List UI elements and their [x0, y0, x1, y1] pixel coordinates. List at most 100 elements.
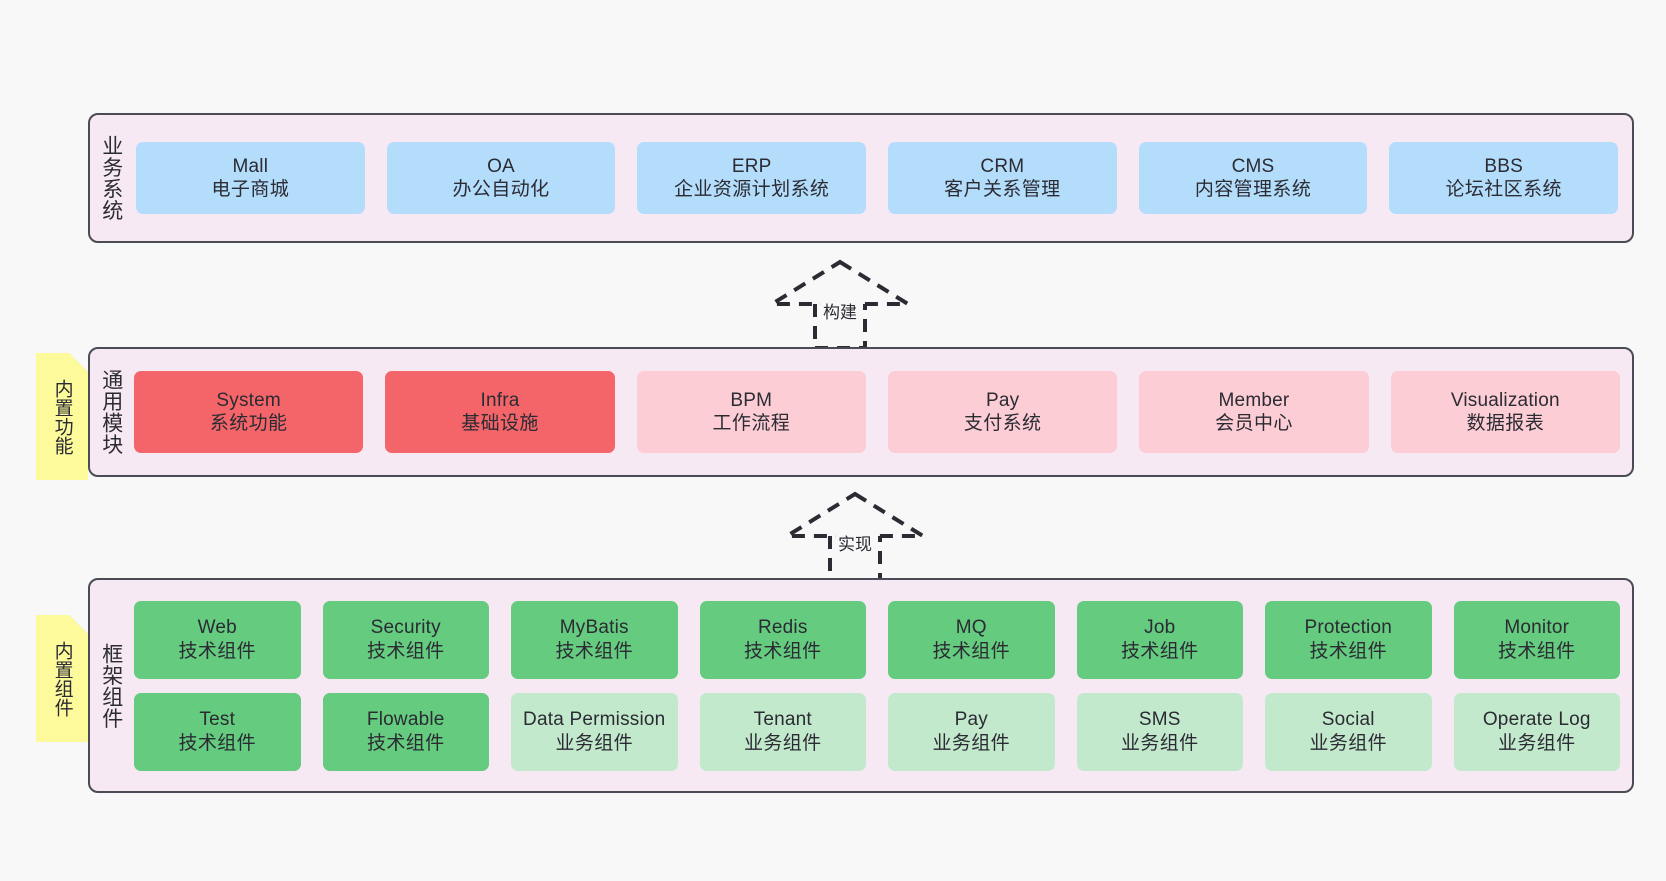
card-subtitle: 系统功能: [209, 413, 288, 434]
card-subtitle: 企业资源计划系统: [674, 179, 830, 200]
card-title: System: [216, 389, 281, 411]
card-title: Data Permission: [523, 709, 666, 731]
card-title: Social: [1321, 709, 1375, 731]
card-title: Flowable: [366, 709, 445, 731]
card-subtitle: 办公自动化: [452, 179, 550, 200]
card-monitor[interactable]: Monitor 技术组件: [1453, 600, 1620, 679]
card-mybatis[interactable]: MyBatis 技术组件: [511, 600, 678, 679]
card-title: Operate Log: [1482, 709, 1591, 731]
note-label: 内置组件: [51, 640, 73, 717]
business-card-row: Mall 电子商城 OA 办公自动化 ERP 企业资源计划系统 CRM 客户关系…: [136, 142, 1619, 214]
note-builtin-features: 内置功能: [36, 353, 88, 480]
card-subtitle: 业务组件: [555, 732, 634, 754]
card-subtitle: 技术组件: [743, 640, 822, 662]
layer-framework-components: 框架组件 Web 技术组件 Security 技术组件 MyBatis 技术组件…: [88, 578, 1634, 793]
card-cms[interactable]: CMS 内容管理系统: [1138, 142, 1368, 214]
card-subtitle: 电子商城: [211, 179, 290, 200]
card-title: MQ: [955, 617, 987, 639]
card-protection[interactable]: Protection 技术组件: [1265, 600, 1432, 679]
card-subtitle: 技术组件: [366, 732, 445, 754]
card-system[interactable]: System 系统功能: [134, 371, 364, 453]
card-subtitle: 业务组件: [743, 732, 822, 754]
card-subtitle: 客户关系管理: [944, 179, 1061, 200]
card-subtitle: 工作流程: [712, 413, 791, 434]
card-title: BPM: [730, 389, 773, 411]
card-subtitle: 技术组件: [555, 640, 634, 662]
card-title: Monitor: [1504, 617, 1570, 639]
modules-card-row: System 系统功能 Infra 基础设施 BPM 工作流程 Pay 支付系统…: [134, 371, 1620, 453]
layer-framework-body: Web 技术组件 Security 技术组件 MyBatis 技术组件 Redi…: [132, 580, 1632, 791]
layer-modules-body: System 系统功能 Infra 基础设施 BPM 工作流程 Pay 支付系统…: [132, 349, 1632, 475]
card-subtitle: 基础设施: [461, 413, 539, 434]
card-data-permission[interactable]: Data Permission 业务组件: [511, 692, 678, 771]
note-fold-corner-icon: [69, 353, 88, 372]
card-subtitle: 支付系统: [963, 413, 1042, 434]
card-mall[interactable]: Mall 电子商城: [136, 142, 365, 214]
card-job[interactable]: Job 技术组件: [1076, 600, 1243, 679]
card-subtitle: 技术组件: [1120, 640, 1199, 662]
layer-business-caption: 业务系统: [99, 135, 123, 221]
card-title: OA: [487, 155, 515, 177]
card-subtitle: 技术组件: [178, 640, 257, 662]
card-test[interactable]: Test 技术组件: [134, 692, 301, 771]
connector-build: 构建: [760, 258, 920, 350]
card-pay-component[interactable]: Pay 业务组件: [888, 692, 1055, 771]
card-title: Redis: [757, 617, 808, 639]
card-subtitle: 技术组件: [1309, 640, 1388, 662]
card-bbs[interactable]: BBS 论坛社区系统: [1389, 142, 1619, 214]
connector-build-label: 构建: [821, 298, 859, 323]
note-fold-corner-icon: [69, 615, 88, 634]
connector-implement-label: 实现: [836, 530, 874, 555]
note-builtin-components: 内置组件: [36, 615, 88, 742]
card-title: Visualization: [1450, 389, 1560, 411]
card-pay-module[interactable]: Pay 支付系统: [887, 371, 1118, 453]
card-title: CRM: [980, 155, 1025, 177]
card-security[interactable]: Security 技术组件: [322, 600, 489, 679]
card-member[interactable]: Member 会员中心: [1139, 371, 1369, 453]
card-subtitle: 业务组件: [1309, 732, 1388, 754]
card-redis[interactable]: Redis 技术组件: [699, 600, 866, 679]
card-oa[interactable]: OA 办公自动化: [386, 142, 616, 214]
card-title: MyBatis: [559, 617, 629, 639]
card-crm[interactable]: CRM 客户关系管理: [888, 142, 1117, 214]
framework-business-row: Test 技术组件 Flowable 技术组件 Data Permission …: [134, 692, 1620, 771]
card-visualization[interactable]: Visualization 数据报表: [1390, 371, 1620, 453]
card-operate-log[interactable]: Operate Log 业务组件: [1453, 692, 1620, 771]
card-subtitle: 论坛社区系统: [1445, 179, 1562, 200]
framework-tech-row: Web 技术组件 Security 技术组件 MyBatis 技术组件 Redi…: [134, 600, 1620, 679]
layer-business-body: Mall 电子商城 OA 办公自动化 ERP 企业资源计划系统 CRM 客户关系…: [132, 115, 1632, 241]
note-label: 内置功能: [51, 378, 73, 455]
card-title: Web: [197, 617, 237, 639]
card-web[interactable]: Web 技术组件: [134, 600, 301, 679]
card-title: Pay: [954, 709, 988, 731]
card-tenant[interactable]: Tenant 业务组件: [699, 692, 866, 771]
layer-framework-caption: 框架组件: [99, 642, 123, 729]
card-title: Test: [199, 709, 236, 731]
card-flowable[interactable]: Flowable 技术组件: [322, 692, 489, 771]
card-title: Member: [1218, 389, 1290, 411]
card-infra[interactable]: Infra 基础设施: [385, 371, 615, 453]
card-title: Mall: [232, 155, 269, 177]
card-title: Pay: [985, 389, 1020, 411]
card-subtitle: 技术组件: [178, 732, 257, 754]
card-subtitle: 技术组件: [366, 640, 445, 662]
card-title: Security: [370, 617, 441, 639]
card-bpm[interactable]: BPM 工作流程: [636, 371, 866, 453]
layer-common-modules: 通用模块 System 系统功能 Infra 基础设施 BPM 工作流程 Pay…: [88, 347, 1634, 477]
card-title: Job: [1144, 617, 1176, 639]
card-sms[interactable]: SMS 业务组件: [1076, 692, 1243, 771]
card-title: Infra: [480, 389, 520, 411]
card-subtitle: 数据报表: [1466, 413, 1545, 434]
card-subtitle: 会员中心: [1215, 413, 1293, 434]
card-title: Tenant: [753, 709, 812, 731]
layer-business-system: 业务系统 Mall 电子商城 OA 办公自动化 ERP 企业资源计划系统 CRM…: [88, 113, 1634, 243]
card-social[interactable]: Social 业务组件: [1265, 692, 1432, 771]
card-subtitle: 业务组件: [932, 732, 1011, 754]
card-subtitle: 技术组件: [1497, 640, 1576, 662]
card-title: BBS: [1484, 155, 1523, 177]
card-subtitle: 内容管理系统: [1194, 179, 1312, 200]
card-mq[interactable]: MQ 技术组件: [888, 600, 1055, 679]
card-title: Protection: [1304, 617, 1393, 639]
card-erp[interactable]: ERP 企业资源计划系统: [637, 142, 867, 214]
